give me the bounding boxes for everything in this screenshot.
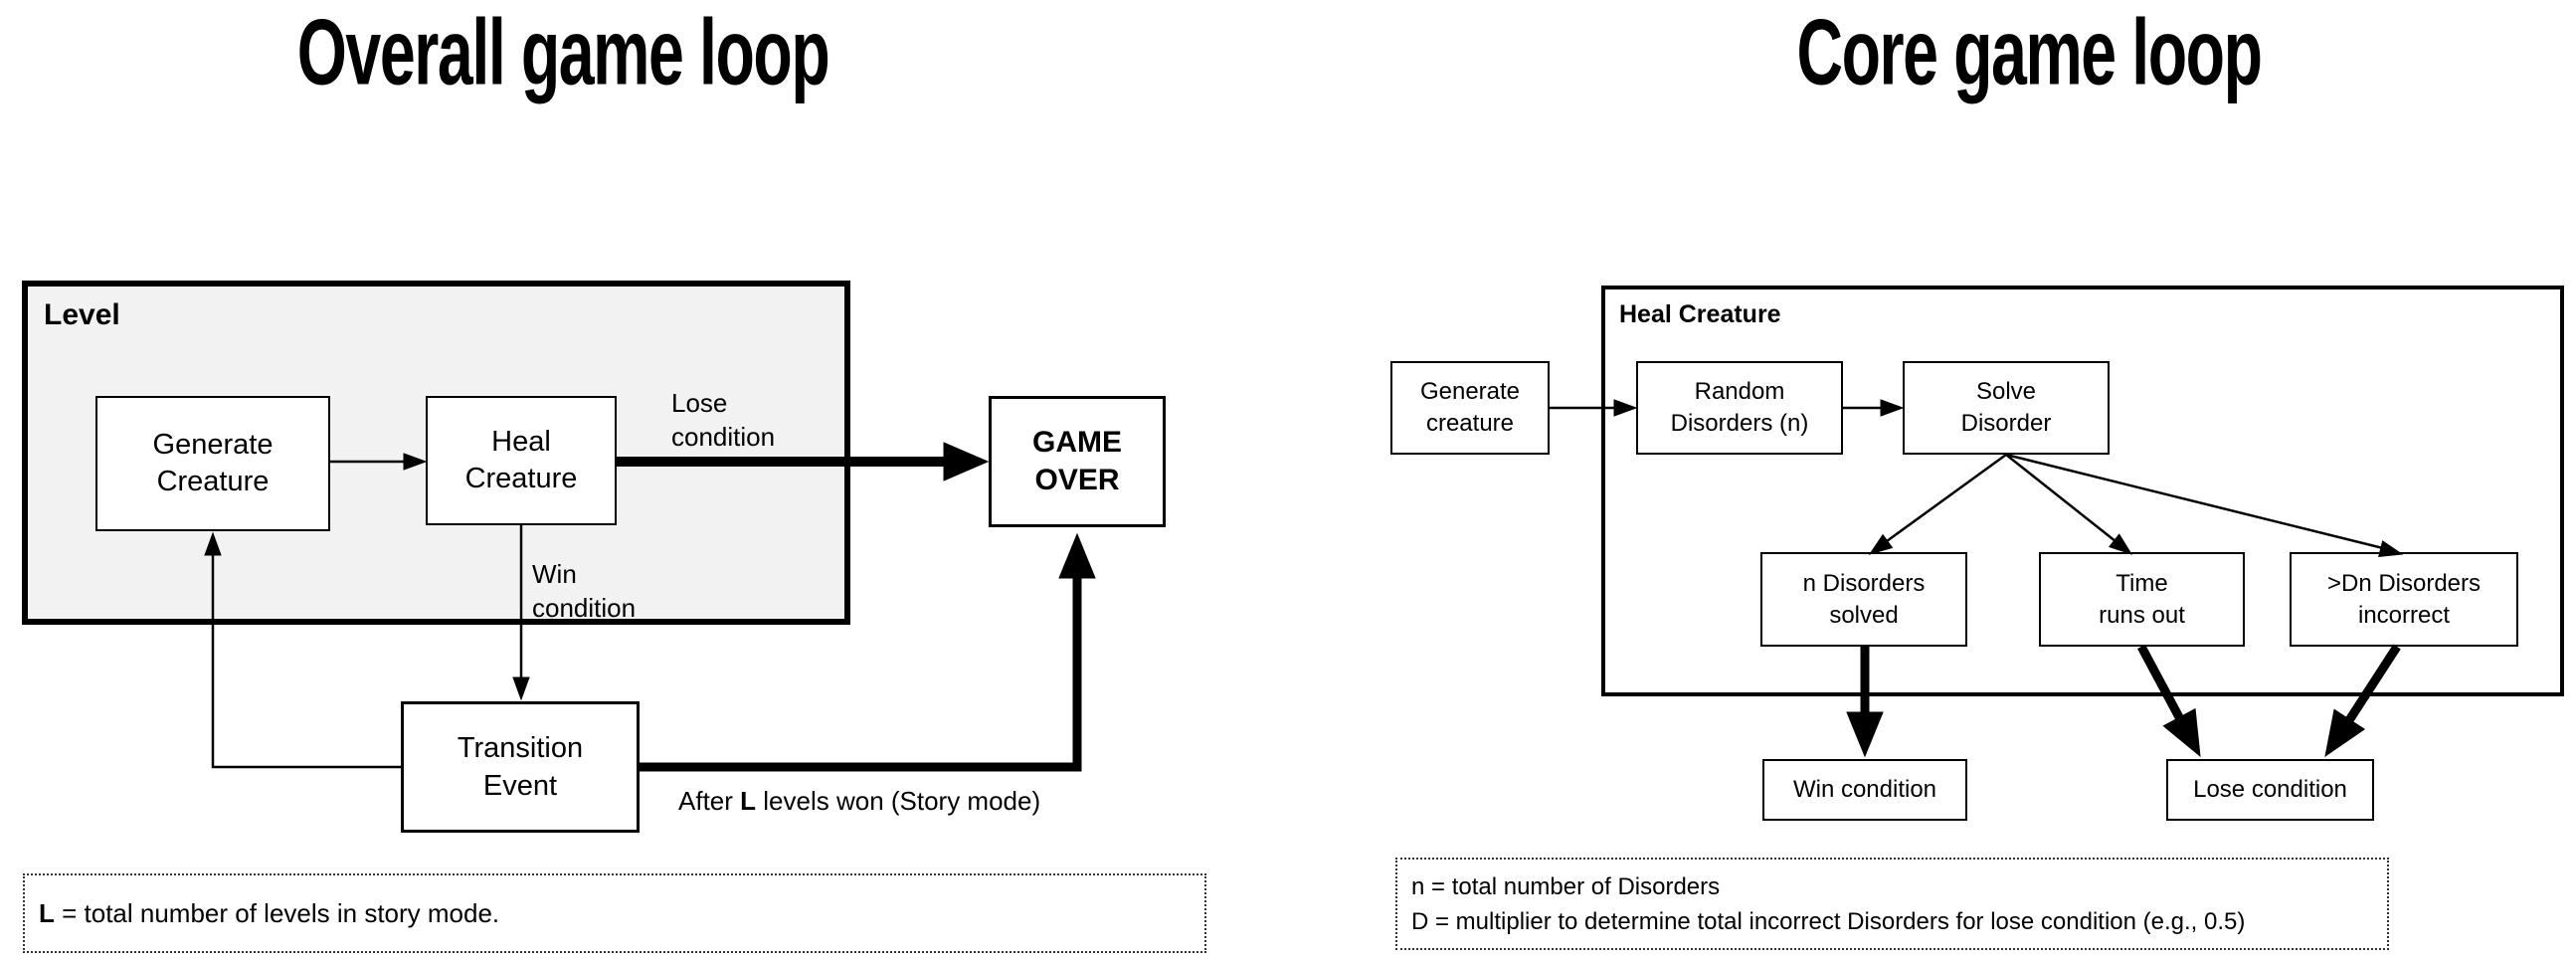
node-win-condition: Win condition — [1762, 759, 1967, 821]
level-container-label: Level — [44, 298, 120, 331]
left-legend-box: L = total number of levels in story mode… — [23, 873, 1206, 953]
after-levels-prefix: After — [678, 786, 741, 816]
right-legend-box: n = total number of Disorders D = multip… — [1395, 858, 2389, 950]
node-lose-condition: Lose condition — [2166, 759, 2374, 821]
after-levels-edge-label: After L levels won (Story mode) — [678, 786, 1040, 817]
node-transition-event: Transition Event — [401, 701, 640, 833]
node-solve-disorder: Solve Disorder — [1903, 361, 2110, 455]
right-title-text: Core game loop — [1796, 0, 2262, 104]
right-legend-line1: n = total number of Disorders — [1411, 872, 1721, 900]
right-legend-line2: D = multiplier to determine total incorr… — [1411, 907, 2246, 935]
node-time-runs-out: Time runs out — [2039, 552, 2245, 647]
left-legend-text: L = total number of levels in story mode… — [39, 898, 1204, 929]
lose-condition-edge-label: Lose condition — [671, 388, 776, 452]
node-generate-creature-core: Generate creature — [1390, 361, 1550, 455]
node-n-disorders-solved: n Disorders solved — [1760, 552, 1967, 647]
left-title-text: Overall game loop — [296, 0, 830, 104]
node-heal-creature: Heal Creature — [426, 396, 617, 525]
left-legend-bold-l: L — [39, 897, 55, 928]
right-diagram-title: Core game loop — [1697, 0, 2360, 104]
after-levels-bold-l: L — [740, 786, 757, 816]
heal-creature-container-label: Heal Creature — [1619, 300, 1781, 328]
after-levels-suffix: levels won (Story mode) — [756, 786, 1041, 816]
win-condition-edge-label: Win condition — [532, 559, 637, 623]
node-dn-disorders-incorrect: >Dn Disorders incorrect — [2290, 552, 2518, 647]
node-random-disorders: Random Disorders (n) — [1636, 361, 1843, 455]
node-generate-creature: Generate Creature — [95, 396, 330, 531]
left-diagram-title: Overall game loop — [183, 0, 943, 104]
node-game-over: GAME OVER — [989, 396, 1166, 527]
left-legend-rest: = total number of levels in story mode. — [54, 897, 500, 928]
